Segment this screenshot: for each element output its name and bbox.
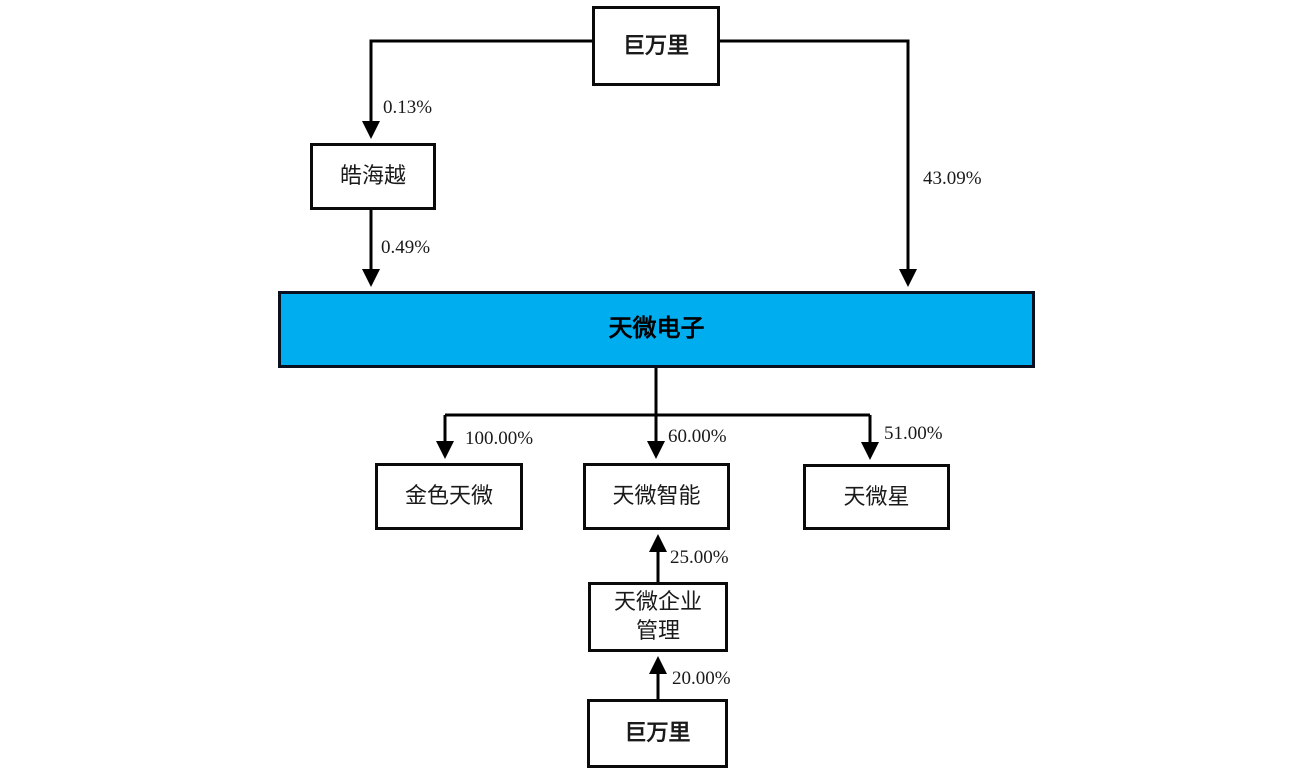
node-tianwei-qiye-guanli-label-line2: 管理 xyxy=(635,618,680,643)
edge-juwanli-to-dianzi xyxy=(720,39,917,287)
node-tianwei-xing-label: 天微星 xyxy=(843,483,910,509)
edge-label-dianzi-to-zhineng: 60.00% xyxy=(668,426,727,447)
node-tianwei-qiye-guanli-label-line1: 天微企业 xyxy=(613,589,702,615)
node-tianwei-xing: 天微星 xyxy=(803,464,950,530)
node-jinse-tianwei: 金色天微 xyxy=(375,463,523,530)
node-tianwei-qiye-guanli: 天微企业 管理 xyxy=(588,582,728,652)
node-juwanli-top: 巨万里 xyxy=(592,6,720,86)
node-juwanli-top-label: 巨万里 xyxy=(622,32,689,58)
edge-label-dianzi-to-xing: 51.00% xyxy=(884,423,943,444)
node-tianwei-dianzi: 天微电子 xyxy=(278,291,1035,368)
node-tianwei-zhineng: 天微智能 xyxy=(583,463,730,530)
node-haohaiyue-label: 皓海越 xyxy=(339,163,406,189)
node-haohaiyue: 皓海越 xyxy=(310,143,436,210)
node-tianwei-dianzi-label: 天微电子 xyxy=(608,315,705,342)
edge-label-juwanli-to-dianzi: 43.09% xyxy=(923,168,982,189)
node-juwanli-bottom-label: 巨万里 xyxy=(624,720,691,746)
edge-label-dianzi-to-jinse: 100.00% xyxy=(465,428,534,449)
edge-label-qiye-to-zhineng: 25.00% xyxy=(670,547,729,568)
node-tianwei-zhineng-label: 天微智能 xyxy=(612,483,701,509)
edge-label-haohaiyue-to-dianzi: 0.49% xyxy=(381,237,431,258)
edge-label-juwanli-to-haohaiyue: 0.13% xyxy=(383,97,433,118)
node-juwanli-bottom: 巨万里 xyxy=(587,699,728,768)
node-jinse-tianwei-label: 金色天微 xyxy=(404,483,493,509)
edge-label-juwanli-to-qiye: 20.00% xyxy=(672,668,731,689)
edge-juwanli-to-haohaiyue xyxy=(362,39,592,139)
